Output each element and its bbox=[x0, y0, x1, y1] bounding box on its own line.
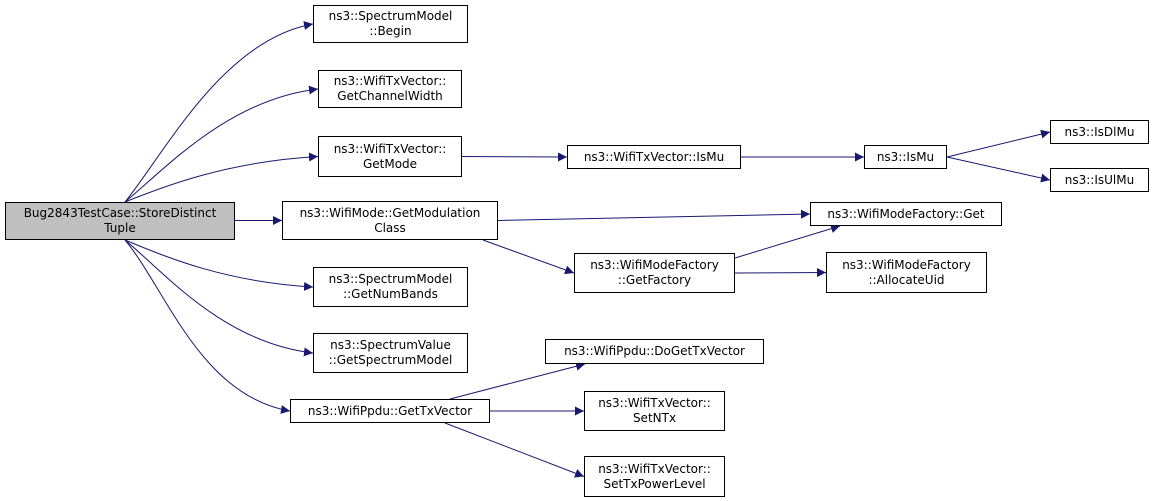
edge-root-to-get_channel_width bbox=[124, 85, 319, 203]
node-wifimode-getmodulationclass[interactable]: ns3::WifiMode::GetModulation Class bbox=[282, 201, 498, 240]
node-line: GetChannelWidth bbox=[337, 89, 443, 103]
node-line: SetTxPowerLevel bbox=[603, 476, 706, 491]
node-spectrumvalue-getspectrummodel[interactable]: ns3::SpectrumValue ::GetSpectrumModel bbox=[313, 333, 468, 373]
node-line: SetNTx bbox=[632, 411, 677, 425]
node-line: ns3::WifiTxVector:: bbox=[333, 141, 447, 156]
edge-get_modulation_class-to-get_factory bbox=[482, 239, 575, 275]
node-line: ::GetSpectrumModel bbox=[328, 353, 453, 367]
node-spectrummodel-getnumbands[interactable]: ns3::SpectrumModel ::GetNumBands bbox=[313, 267, 468, 307]
node-line: ns3::WifiTxVector:: bbox=[598, 396, 711, 410]
edge-is_mu-to-is_dl_mu bbox=[946, 129, 1051, 158]
node-line: ::GetFactory bbox=[617, 273, 692, 287]
node-wifimodefactory-getfactory[interactable]: ns3::WifiModeFactory ::GetFactory bbox=[574, 253, 735, 293]
node-line: ns3::WifiPpdu::GetTxVector bbox=[307, 403, 473, 418]
node-line: ns3::WifiTxVector:: bbox=[598, 461, 711, 476]
edge-root-to-get_tx_vector bbox=[124, 239, 291, 414]
node-line: ns3::WifiTxVector:: bbox=[333, 74, 447, 88]
node-isulmu[interactable]: ns3::IsUlMu bbox=[1050, 168, 1149, 192]
node-line: ns3::WifiModeFactory bbox=[590, 258, 719, 272]
node-wifippdu-gettxvector[interactable]: ns3::WifiPpdu::GetTxVector bbox=[290, 399, 490, 423]
node-wifimodefactory-allocateuid[interactable]: ns3::WifiModeFactory ::AllocateUid bbox=[826, 252, 987, 293]
node-wifippdu-dogettxvector[interactable]: ns3::WifiPpdu::DoGetTxVector bbox=[545, 339, 764, 364]
node-line: ns3::SpectrumValue bbox=[330, 338, 451, 352]
edge-root-to-get_spectrum_model bbox=[124, 239, 314, 357]
node-wifitxvector-settxpowerlevel[interactable]: ns3::WifiTxVector:: SetTxPowerLevel bbox=[584, 456, 725, 497]
node-line: ns3::IsMu bbox=[876, 149, 935, 164]
node-line: ns3::WifiModeFactory::Get bbox=[827, 206, 985, 221]
edge-root-to-get_num_bands bbox=[124, 239, 314, 291]
node-line: ns3::SpectrumModel bbox=[328, 9, 453, 23]
node-ismu[interactable]: ns3::IsMu bbox=[864, 145, 947, 169]
edge-get_tx_vector-to-do_get_tx_vector bbox=[449, 361, 586, 400]
node-line: ns3::WifiMode::GetModulation bbox=[299, 205, 481, 220]
edge-get_mode-to-txvector_is_mu bbox=[461, 152, 568, 162]
node-wifitxvector-setntx[interactable]: ns3::WifiTxVector:: SetNTx bbox=[584, 391, 725, 431]
node-line: ns3::IsUlMu bbox=[1064, 172, 1135, 187]
edge-root-to-get_mode bbox=[124, 152, 319, 203]
edge-is_mu-to-is_ul_mu bbox=[946, 156, 1051, 183]
node-line: ns3::WifiModeFactory bbox=[842, 257, 971, 272]
node-line: Class bbox=[374, 220, 406, 235]
node-line: Tuple bbox=[104, 221, 136, 235]
edge-get_factory-to-factory_get bbox=[734, 224, 841, 259]
node-line: ::GetNumBands bbox=[343, 287, 438, 301]
edge-get_tx_vector-to-set_tx_power_level bbox=[444, 422, 585, 478]
node-spectrummodel-begin[interactable]: ns3::SpectrumModel ::Begin bbox=[313, 5, 468, 43]
node-wifitxvector-ismu[interactable]: ns3::WifiTxVector::IsMu bbox=[567, 145, 741, 169]
edge-get_modulation_class-to-factory_get bbox=[497, 209, 811, 221]
node-line: ns3::WifiTxVector::IsMu bbox=[583, 149, 725, 164]
node-line: ns3::SpectrumModel bbox=[328, 272, 453, 286]
edge-root-to-spectrum_begin bbox=[124, 21, 314, 203]
node-root-storedistincttuple: Bug2843TestCase::StoreDistinct Tuple bbox=[5, 202, 235, 240]
node-line: GetMode bbox=[362, 156, 418, 171]
node-line: Bug2843TestCase::StoreDistinct bbox=[23, 206, 217, 220]
node-line: ns3::WifiPpdu::DoGetTxVector bbox=[564, 344, 745, 358]
node-wifitxvector-getchannelwidth[interactable]: ns3::WifiTxVector:: GetChannelWidth bbox=[318, 70, 462, 108]
node-line: ns3::IsDlMu bbox=[1064, 124, 1135, 139]
edge-get_factory-to-allocate_uid bbox=[734, 268, 827, 278]
node-wifitxvector-getmode[interactable]: ns3::WifiTxVector:: GetMode bbox=[318, 136, 462, 177]
node-line: ::Begin bbox=[369, 24, 412, 38]
node-line: ::AllocateUid bbox=[868, 272, 945, 287]
node-isdlmu[interactable]: ns3::IsDlMu bbox=[1050, 120, 1149, 144]
node-wifimodefactory-get[interactable]: ns3::WifiModeFactory::Get bbox=[810, 202, 1002, 226]
